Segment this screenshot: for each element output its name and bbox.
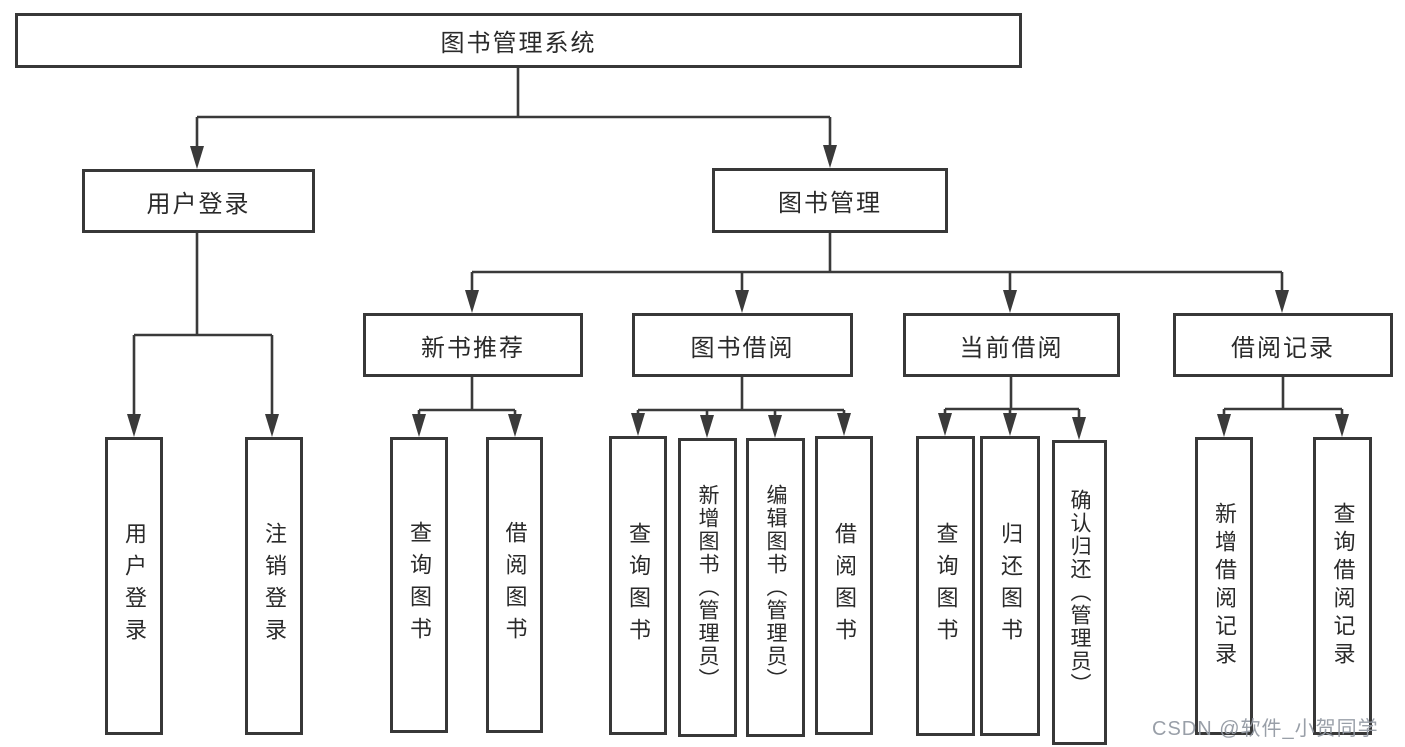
node-user-login: 用户登录 [82,169,315,233]
arrowhead-down-icon [1335,414,1349,437]
csdn-watermark: CSDN @软件_小贺同学 [1152,718,1379,740]
node-borrowing-records: 借阅记录 [1173,313,1393,377]
leaf-add-borrow-record: 新增借阅记录 [1195,437,1253,735]
arrowhead-down-icon [412,414,426,437]
leaf-borrow-books: 借阅图书 [815,436,873,735]
node-root-label: 图书管理系统 [440,30,597,57]
arrowhead-down-icon [465,290,479,313]
leaf-edit-books-admin: 编辑图书（管理员） [746,438,805,737]
node-user-login-label: 用户登录 [146,190,251,218]
node-new-book-recommend: 新书推荐 [363,313,583,377]
leaf-user-login: 用户登录 [105,437,163,735]
arrowhead-down-icon [1217,414,1231,437]
leaf-confirm-return-admin: 确认归还（管理员） [1052,440,1107,745]
arrowhead-down-icon [631,413,645,436]
node-book-management: 图书管理 [712,168,948,233]
node-book-borrowing: 图书借阅 [632,313,853,377]
arrowhead-down-icon [823,145,837,168]
arrowhead-down-icon [1275,290,1289,313]
arrowhead-down-icon [265,414,279,437]
arrowhead-down-icon [1003,413,1017,436]
leaf-return-books: 归还图书 [980,436,1040,736]
arrowhead-down-icon [1003,290,1017,313]
node-borrowing-records-label: 借阅记录 [1231,334,1335,362]
leaf-query-borrow-record: 查询借阅记录 [1313,437,1372,735]
leaf-query-books: 查询图书 [916,436,975,736]
node-book-management-label: 图书管理 [778,190,882,217]
arrowhead-down-icon [190,146,204,169]
arrowhead-down-icon [508,414,522,437]
arrowhead-down-icon [768,415,782,438]
node-current-borrowing-label: 当前借阅 [959,334,1064,362]
arrowhead-down-icon [938,413,952,436]
node-root: 图书管理系统 [15,13,1022,68]
node-book-borrowing-label: 图书借阅 [690,334,795,362]
leaf-logout: 注销登录 [245,437,303,735]
leaf-add-books-admin: 新增图书（管理员） [678,438,737,737]
arrowhead-down-icon [1072,417,1086,440]
leaf-borrow-books: 借阅图书 [486,437,543,733]
arrowhead-down-icon [735,290,749,313]
arrowhead-down-icon [700,415,714,438]
node-current-borrowing: 当前借阅 [903,313,1120,377]
node-new-book-recommend-label: 新书推荐 [421,334,525,362]
leaf-query-books: 查询图书 [390,437,448,733]
arrowhead-down-icon [837,413,851,436]
arrowhead-down-icon [127,414,141,437]
leaf-query-books: 查询图书 [609,436,667,735]
